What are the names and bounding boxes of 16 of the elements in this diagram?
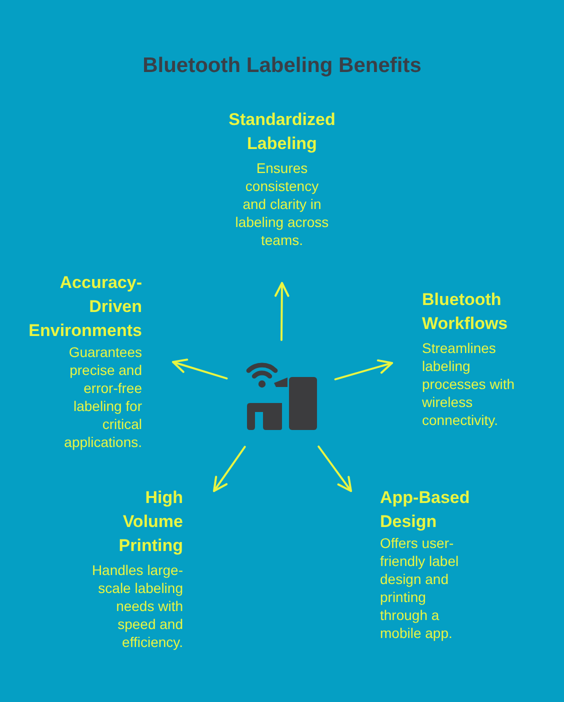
benefit-description: Offers user-friendly label design and printing through a mobile app. [380,534,460,642]
arrow [274,282,290,341]
arrow [334,359,394,380]
diagram-title: Bluetooth Labeling Benefits [142,53,422,79]
arrow [172,358,228,380]
arrow [318,446,352,492]
benefit-heading: App-Based Design [380,487,471,533]
arrow [212,446,246,492]
benefit-description: Handles large-scale labeling needs with speed and efficiency. [90,561,183,651]
benefit-description: Streamlines labeling processes with wireless connectivity. [422,339,516,429]
benefit-heading: Accuracy-Driven Environments [28,272,142,342]
benefit-description: Guarantees precise and error-free labeling for critical applications. [63,343,142,451]
benefit-heading: Standardized Labeling [228,109,336,155]
benefit-heading: Bluetooth Workflows [422,289,509,335]
benefit-heading: High Volume Printing [118,487,183,557]
benefit-description: Ensures consistency and clarity in labeling across teams. [234,159,330,249]
